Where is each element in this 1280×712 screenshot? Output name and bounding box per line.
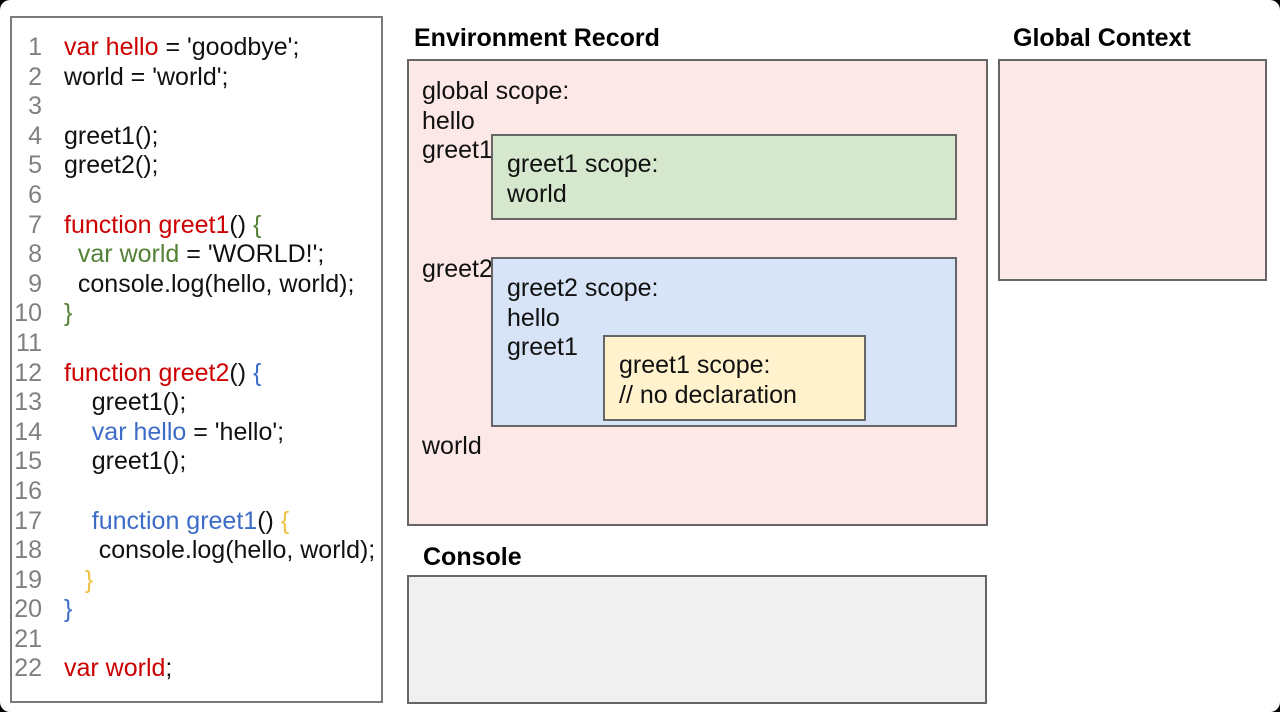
global-var-greet1: greet1 — [422, 136, 493, 164]
line-number: 21 — [14, 624, 42, 653]
code-line: 8 var world = 'WORLD!'; — [12, 240, 381, 270]
code-line: 6 — [12, 181, 381, 211]
code-segment: greet1(); — [64, 388, 187, 417]
global-context-box — [998, 59, 1267, 281]
code-segment: () — [257, 506, 281, 535]
code-segment: () — [229, 210, 254, 239]
greet2-scope-var-greet1: greet1 — [507, 333, 578, 361]
line-number: 13 — [14, 388, 42, 417]
line-number: 22 — [14, 654, 42, 683]
line-number: 14 — [14, 417, 42, 446]
line-number: 18 — [14, 536, 42, 565]
code-segment: greet2(); — [64, 151, 159, 180]
code-segment: () — [229, 358, 254, 387]
greet2-scope-label: greet2 scope: — [507, 274, 659, 302]
console-heading: Console — [423, 543, 522, 571]
code-segment: } — [84, 565, 94, 594]
global-scope-label: global scope: — [422, 77, 570, 105]
code-line: 13 greet1(); — [12, 388, 381, 418]
code-segment: } — [64, 595, 73, 624]
code-line: 21 — [12, 625, 381, 655]
line-number: 10 — [14, 299, 42, 328]
global-var-greet2: greet2 — [422, 255, 493, 283]
line-number: 3 — [28, 92, 42, 121]
code-line: 7 function greet1() { — [12, 211, 381, 241]
code-segment: console.log(hello, world); — [64, 536, 376, 565]
code-segment: { — [253, 210, 262, 239]
global-context-heading: Global Context — [1013, 24, 1191, 52]
code-segment: world = 'world'; — [64, 62, 229, 91]
code-line: 16 — [12, 477, 381, 507]
code-segment: function greet1 — [91, 506, 258, 535]
code-line: 5 greet2(); — [12, 151, 381, 181]
environment-record-heading: Environment Record — [414, 24, 660, 52]
inner-greet1-scope-label: greet1 scope: — [619, 351, 771, 379]
line-number: 9 — [28, 269, 42, 298]
code-segment: greet1(); — [64, 121, 159, 150]
code-segment: var hello — [91, 417, 187, 446]
environment-record-box: global scope: hello greet1 greet2 world … — [407, 59, 988, 526]
code-line: 20} — [12, 595, 381, 625]
code-line: 4 greet1(); — [12, 122, 381, 152]
global-var-world: world — [422, 432, 482, 460]
code-segment: = 'goodbye'; — [158, 33, 300, 61]
inner-greet1-scope-box: greet1 scope: // no declaration — [603, 335, 866, 421]
line-number: 4 — [28, 121, 42, 150]
code-line: 14 var hello = 'hello'; — [12, 418, 381, 448]
greet2-scope-var-hello: hello — [507, 304, 560, 332]
code-segment: } — [64, 299, 73, 328]
line-number: 8 — [28, 240, 42, 269]
line-number: 15 — [14, 447, 42, 476]
line-number: 6 — [28, 180, 42, 209]
code-panel: 1 var hello = 'goodbye'; 2 world = 'world';… — [10, 16, 383, 703]
line-number: 17 — [14, 506, 42, 535]
greet1-scope-label: greet1 scope: — [507, 150, 659, 178]
code-line: 15 greet1(); — [12, 447, 381, 477]
code-segment — [64, 566, 85, 594]
code-line: 19 } — [12, 566, 381, 596]
code-segment: var world — [64, 654, 166, 683]
code-segment: ; — [165, 654, 173, 683]
code-segment: var world — [77, 240, 180, 269]
code-segment: = 'WORLD!'; — [179, 240, 325, 269]
line-number: 11 — [16, 328, 42, 357]
code-segment: console.log(hello, world); — [64, 269, 355, 298]
code-segment: { — [280, 506, 290, 535]
code-segment: = 'hello'; — [186, 417, 285, 446]
line-number: 16 — [14, 476, 42, 505]
code-segment: { — [253, 358, 262, 387]
code-line: 3 — [12, 92, 381, 122]
code-line: 17 function greet1() { — [12, 507, 381, 537]
line-number: 19 — [14, 565, 42, 594]
code-line: 2 world = 'world'; — [12, 63, 381, 93]
code-line: 22 var world; — [12, 654, 381, 684]
code-segment: function greet1 — [64, 210, 230, 239]
code-segment — [64, 418, 92, 446]
line-number: 5 — [28, 151, 42, 180]
code-lines: 1 var hello = 'goodbye'; 2 world = 'world';… — [12, 33, 381, 684]
code-segment: var hello — [64, 33, 159, 61]
code-line: 10} — [12, 299, 381, 329]
code-segment — [64, 240, 78, 268]
code-line: 9 console.log(hello, world); — [12, 270, 381, 300]
line-number: 12 — [14, 358, 42, 387]
code-segment — [64, 507, 92, 535]
code-segment: function greet2 — [64, 358, 230, 387]
greet1-scope-box: greet1 scope: world — [491, 134, 957, 220]
inner-greet1-scope-comment: // no declaration — [619, 381, 797, 409]
line-number: 2 — [28, 62, 42, 91]
code-segment: greet1(); — [64, 447, 187, 476]
line-number: 1 — [28, 33, 42, 61]
greet2-scope-box: greet2 scope: hello greet1 greet1 scope:… — [491, 257, 957, 427]
line-number: 7 — [28, 210, 42, 239]
greet1-scope-var-world: world — [507, 180, 567, 208]
global-var-hello: hello — [422, 107, 475, 135]
code-line: 12 function greet2() { — [12, 359, 381, 389]
code-line: 1 var hello = 'goodbye'; — [12, 33, 381, 63]
code-line: 11 — [12, 329, 381, 359]
code-line: 18 console.log(hello, world); — [12, 536, 381, 566]
console-box — [407, 575, 987, 704]
line-number: 20 — [14, 595, 42, 624]
